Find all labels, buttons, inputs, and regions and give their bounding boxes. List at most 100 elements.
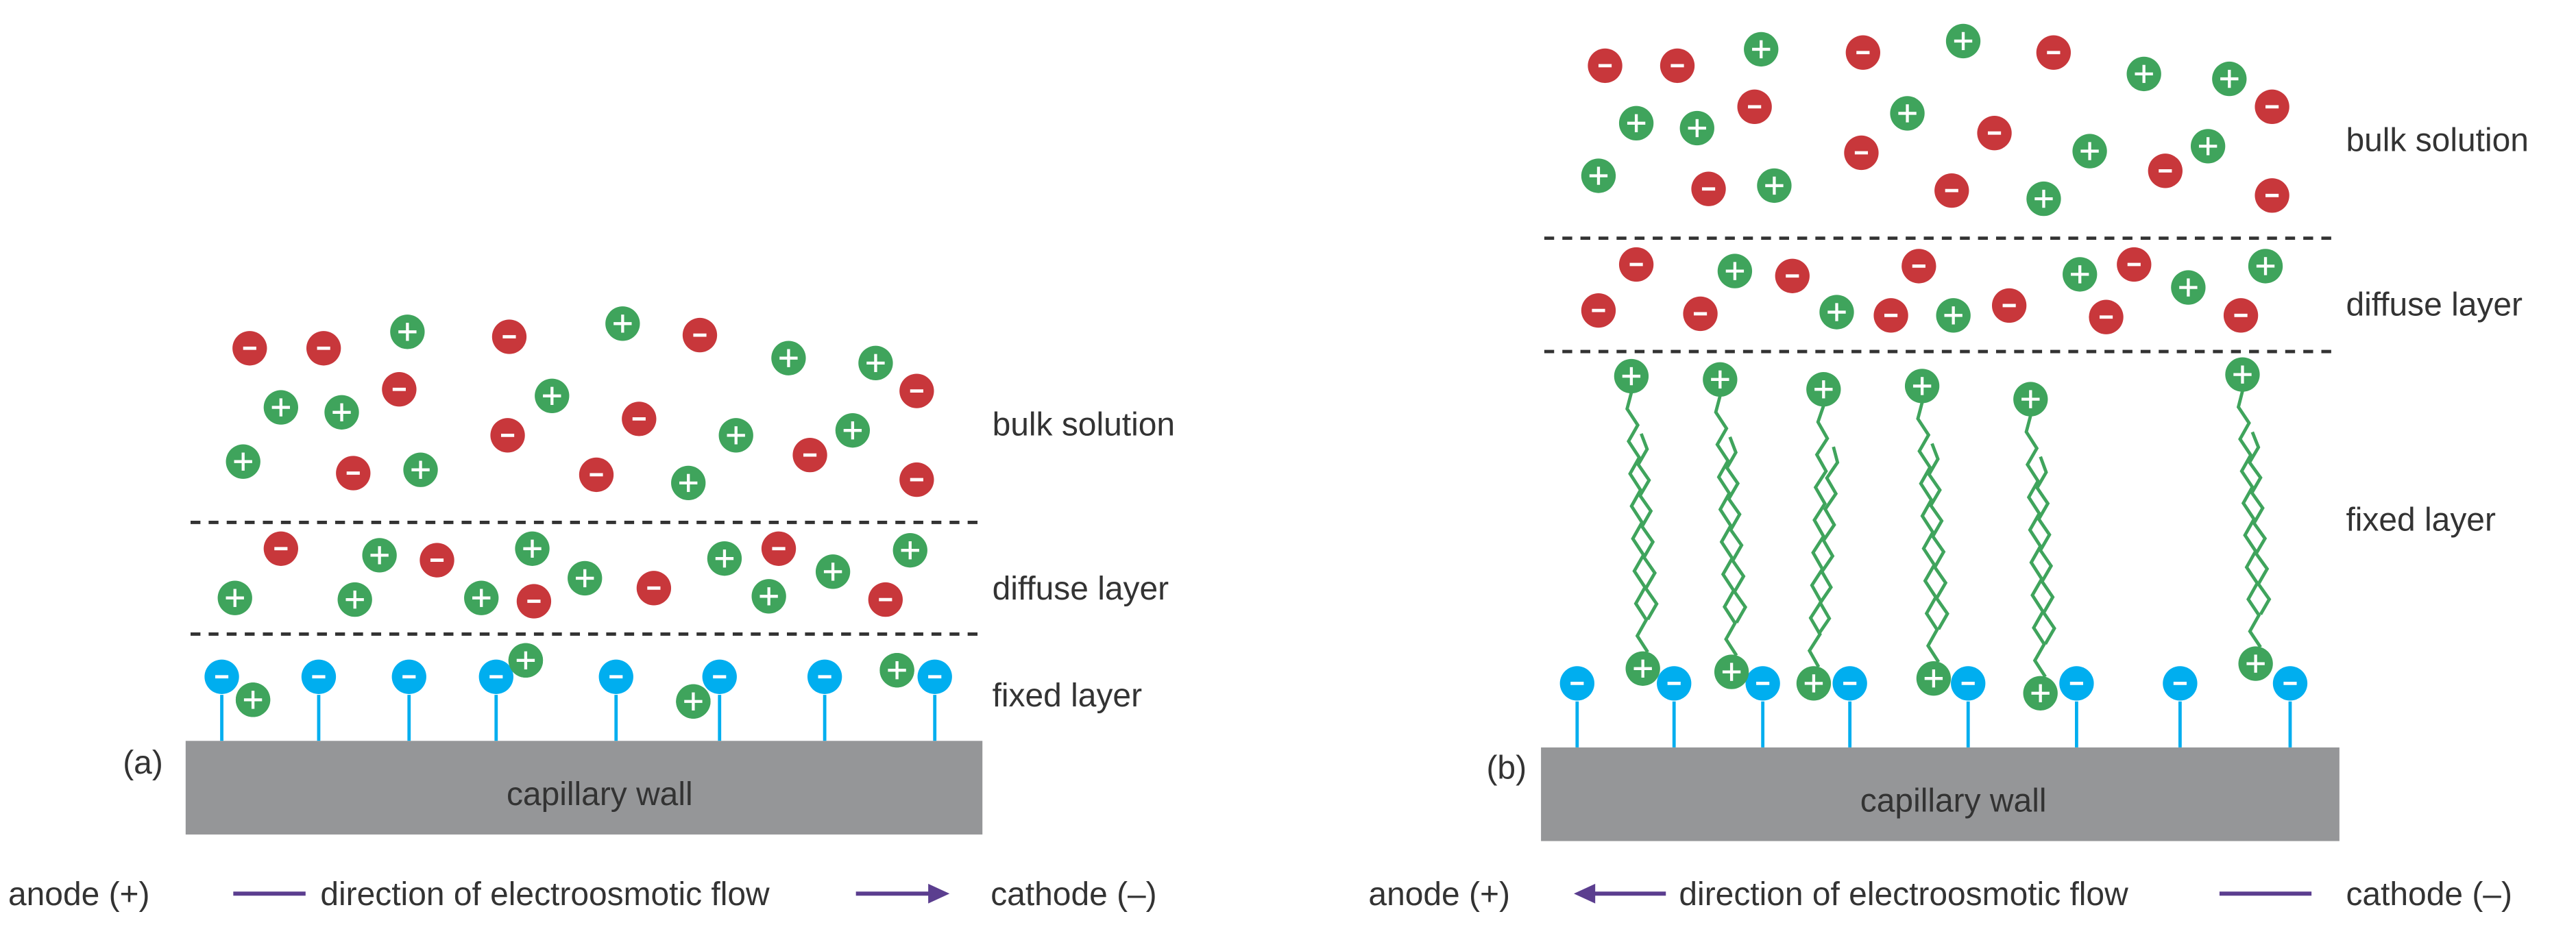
cation-icon bbox=[2212, 61, 2247, 97]
anion-icon bbox=[1618, 247, 1654, 282]
panel-b: capillary wall (b) bulk solution diffuse… bbox=[1368, 23, 2529, 913]
surfactant-tail-cation-icon bbox=[1625, 651, 1660, 686]
cation-icon bbox=[1744, 32, 1779, 67]
anion-icon bbox=[2223, 298, 2259, 333]
cation-icon bbox=[263, 390, 298, 425]
anion-icon bbox=[761, 531, 797, 566]
cation-icon bbox=[671, 465, 706, 501]
anion-icon bbox=[899, 462, 934, 497]
panel-b-capillary-wall bbox=[1541, 747, 2340, 841]
anion-icon bbox=[1683, 296, 1718, 332]
panel-a-bulk-label: bulk solution bbox=[993, 406, 1175, 443]
anion-icon bbox=[491, 319, 527, 354]
wall-anion-icon bbox=[204, 659, 239, 694]
cation-icon bbox=[2248, 249, 2283, 284]
cation-icon bbox=[324, 395, 359, 430]
cation-icon bbox=[1757, 168, 1792, 203]
cation-icon bbox=[892, 533, 927, 568]
panel-a-anode-label: anode (+) bbox=[8, 876, 150, 913]
wall-anion-icon bbox=[598, 659, 633, 694]
anion-icon bbox=[1588, 48, 1623, 84]
cation-icon bbox=[2171, 270, 2206, 305]
panel-b-surfactant-chains bbox=[1614, 357, 2272, 678]
wall-anion-icon bbox=[391, 659, 426, 694]
anion-icon bbox=[622, 402, 657, 436]
cation-icon bbox=[858, 345, 893, 381]
anion-icon bbox=[232, 331, 267, 366]
panel-a-capillary-wall bbox=[185, 741, 983, 835]
panel-b-fixed-label: fixed layer bbox=[2346, 502, 2495, 538]
cation-icon bbox=[2063, 257, 2098, 292]
anion-icon bbox=[2117, 247, 2152, 282]
surfactant-chain-fold bbox=[1636, 433, 1659, 621]
surfactant-head-cation-icon bbox=[2013, 382, 2048, 417]
panel-b-cathode-label: cathode (–) bbox=[2346, 876, 2512, 913]
panel-b-diffuse-label: diffuse layer bbox=[2346, 286, 2523, 323]
cation-icon bbox=[362, 538, 397, 573]
cation-icon bbox=[2072, 134, 2107, 169]
panel-b-wall-label: capillary wall bbox=[1860, 782, 2047, 819]
cation-icon bbox=[1679, 110, 1714, 146]
anion-icon bbox=[1737, 89, 1772, 125]
cation-icon bbox=[835, 412, 871, 448]
cation-icon bbox=[508, 643, 544, 678]
panel-a-wall-charges bbox=[204, 643, 952, 741]
cation-icon bbox=[2190, 129, 2226, 164]
anion-icon bbox=[2255, 178, 2289, 213]
anion-icon bbox=[382, 372, 417, 407]
wall-anion-icon bbox=[1951, 666, 1986, 701]
surfactant-tail-cation-icon bbox=[1796, 666, 1832, 701]
panel-a-label: (a) bbox=[123, 745, 163, 781]
anion-icon bbox=[636, 571, 672, 606]
cation-icon bbox=[1890, 96, 1925, 131]
anion-icon bbox=[2036, 35, 2071, 70]
cation-icon bbox=[403, 452, 438, 487]
anion-icon bbox=[1581, 293, 1616, 328]
surfactant-chain-fold bbox=[1817, 446, 1840, 635]
panel-b-flow-label: direction of electroosmotic flow bbox=[1679, 876, 2128, 913]
anion-icon bbox=[682, 317, 718, 353]
panel-b-flow-arrowhead-left bbox=[1574, 883, 1596, 904]
wall-anion-icon bbox=[301, 659, 337, 694]
surfactant-chain bbox=[2236, 391, 2262, 648]
surfactant-head-cation-icon bbox=[1703, 362, 1738, 397]
wall-anion-icon bbox=[807, 659, 842, 694]
anion-icon bbox=[2089, 299, 2124, 334]
anion-icon bbox=[420, 543, 454, 578]
cation-icon bbox=[2126, 56, 2161, 92]
cation-icon bbox=[235, 682, 271, 717]
wall-anion-icon bbox=[2059, 666, 2094, 701]
surfactant-tail-cation-icon bbox=[1714, 654, 1749, 689]
cation-icon bbox=[337, 582, 372, 617]
surfactant-chain-fold bbox=[2035, 456, 2056, 645]
wall-anion-icon bbox=[1657, 666, 1692, 701]
surfactant-head-cation-icon bbox=[2225, 357, 2260, 392]
anion-icon bbox=[1991, 288, 2027, 323]
panel-b-anode-label: anode (+) bbox=[1368, 876, 1510, 913]
cation-icon bbox=[751, 579, 786, 614]
panel-a-wall-label: capillary wall bbox=[507, 776, 693, 813]
cation-icon bbox=[605, 306, 640, 341]
cation-icon bbox=[676, 684, 711, 719]
wall-anion-icon bbox=[2163, 666, 2198, 701]
anion-icon bbox=[1977, 116, 2012, 151]
anion-icon bbox=[336, 456, 371, 491]
anion-icon bbox=[2255, 89, 2289, 125]
cation-icon bbox=[568, 560, 603, 596]
wall-anion-icon bbox=[2272, 666, 2308, 701]
cation-icon bbox=[815, 554, 851, 589]
cation-icon bbox=[535, 378, 570, 413]
cation-icon bbox=[2026, 181, 2061, 217]
anion-icon bbox=[579, 457, 614, 493]
cation-icon bbox=[1936, 298, 1971, 333]
cation-icon bbox=[1819, 295, 1854, 330]
cation-icon bbox=[879, 653, 914, 688]
anion-icon bbox=[1844, 135, 1879, 171]
anion-icon bbox=[1660, 48, 1695, 84]
surfactant-chain-fold bbox=[1927, 443, 1949, 630]
surfactant-head-cation-icon bbox=[1904, 369, 1940, 404]
cation-icon bbox=[718, 418, 753, 453]
cation-icon bbox=[1618, 106, 1654, 140]
surfactant-chain bbox=[1625, 392, 1649, 654]
